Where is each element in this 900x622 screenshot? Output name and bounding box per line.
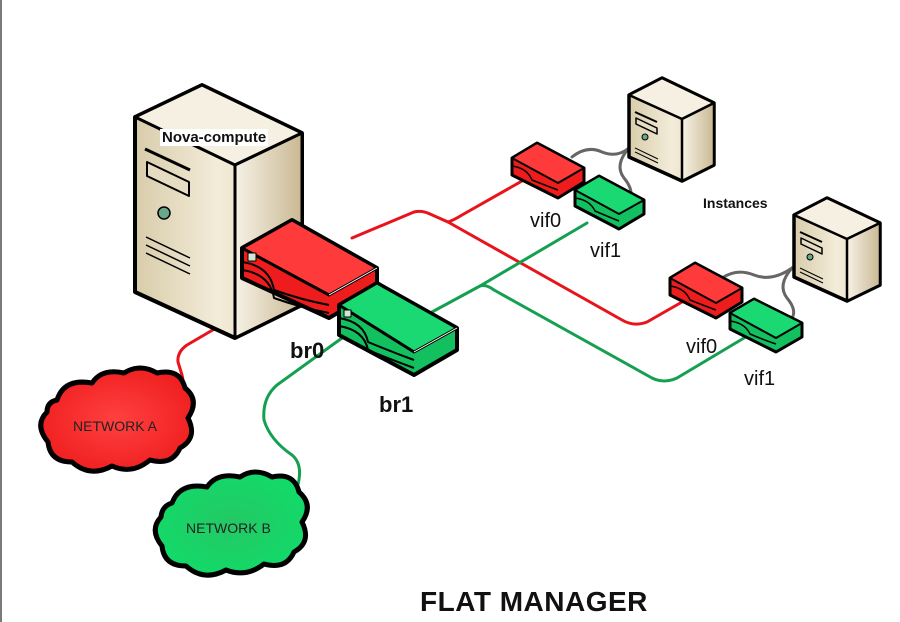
instance2-vif0-device: [668, 261, 744, 320]
link-br1-vif1-b: [478, 284, 746, 383]
bridge-br0-label: br0: [290, 338, 325, 363]
instance2-vif1-device: [728, 297, 804, 354]
diagram-title: FLAT MANAGER: [420, 586, 648, 617]
link-br1-trunk: [430, 284, 482, 314]
nova-compute-label: Nova-compute: [160, 129, 269, 146]
network-b-label: NETWORK B: [186, 520, 271, 536]
instance-server-2: [792, 196, 882, 303]
link-instance1-vif0: [570, 146, 631, 159]
network-a-label: NETWORK A: [73, 418, 158, 434]
instance1-vif1-label: vif1: [590, 240, 622, 262]
instance1-vif0-label: vif0: [530, 210, 562, 232]
instances-label: Instances: [703, 195, 768, 211]
link-br0-vif0-b: [446, 220, 684, 326]
bridge-br0: [240, 218, 379, 320]
network-b-cloud: [152, 469, 310, 578]
bridge-br1: [337, 281, 459, 377]
link-br0-trunk: [350, 209, 450, 240]
instance1-vif0-device: [510, 141, 586, 200]
link-instance2-vif1: [781, 266, 796, 320]
bridge-br1-label: br1: [379, 392, 414, 417]
network-a-cloud: [38, 365, 196, 474]
instance2-vif0-label: vif0: [686, 336, 718, 358]
link-br1-network-b: [262, 336, 344, 490]
link-br0-vif0-a: [446, 179, 524, 224]
link-instance2-vif0: [720, 266, 794, 280]
instance-server-1: [627, 76, 716, 183]
link-br1-vif1-a: [478, 221, 589, 288]
instance2-vif1-label: vif1: [744, 368, 776, 390]
instance1-vif1-device: [573, 174, 646, 231]
